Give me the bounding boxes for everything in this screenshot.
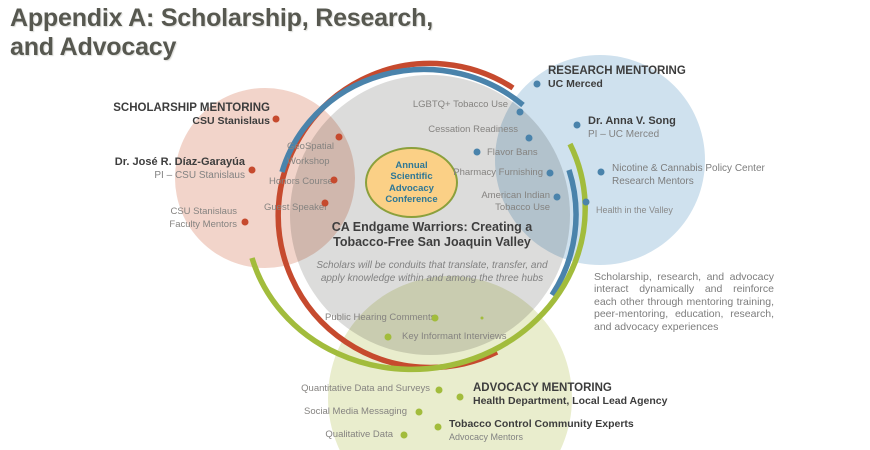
scholarship-mentors: CSU Stanislaus Faculty Mentors (169, 206, 237, 230)
scholarship-topic-geospatial: GeoSpatial Workshop (287, 141, 335, 167)
core-subtitle: Scholars will be conduits that translate… (302, 259, 562, 285)
scholarship-arrows-arc (275, 60, 515, 371)
advocacy-topic-public-hearing: Public Hearing Comments (325, 312, 436, 323)
research-pi: Dr. Anna V. Song PI – UC Merced (588, 115, 676, 141)
advocacy-experts-title: Tobacco Control Community Experts (449, 418, 634, 430)
american-indian-dot (553, 193, 561, 201)
research-topic-lgbtq: LGBTQ+ Tobacco Use (412, 99, 508, 110)
pharmacy-dot (546, 169, 554, 177)
scholarship-heading: SCHOLARSHIP MENTORING CSU Stanislaus (113, 101, 270, 128)
guest-dot (321, 199, 329, 207)
advocacy-heading-org: Health Department, Local Lead Agency (473, 395, 668, 407)
research-heading: RESEARCH MENTORING UC Merced (548, 64, 686, 91)
scholarship-pi-name: Dr. José R. Díaz-Garayúa (114, 156, 245, 168)
conference-ellipse: Annual Scientific Advocacy Conference (365, 147, 458, 218)
advocacy-heading-title: ADVOCACY MENTORING (473, 382, 612, 394)
scholarship-heading-org: CSU Stanislaus (192, 115, 270, 127)
advocacy-topic-qualitative: Qualitative Data (325, 429, 393, 440)
lgbtq-dot (516, 108, 524, 116)
scholarship-pi: Dr. José R. Díaz-Garayúa PI – CSU Stanis… (115, 156, 245, 182)
scholarship-heading-dot (272, 115, 280, 123)
core-subtitle-line2: apply knowledge within and among the thr… (320, 273, 544, 284)
core-title: CA Endgame Warriors: Creating a Tobacco-… (312, 220, 552, 250)
page-title-line2: and Advocacy (10, 33, 177, 61)
advocacy-heading: ADVOCACY MENTORING Health Department, Lo… (473, 381, 668, 408)
research-topic-cessation: Cessation Readiness (428, 124, 518, 135)
geospatial-dot (335, 133, 343, 141)
page-title: Appendix A: Scholarship, Research, and A… (10, 4, 433, 62)
advocacy-topic-key-informant: Key Informant Interviews (402, 331, 507, 342)
advocacy-topic-social-media: Social Media Messaging (304, 406, 407, 417)
key-informant-dot (384, 333, 392, 341)
core-title-line1: CA Endgame Warriors: Creating a (331, 220, 533, 234)
scholarship-topic-guest: Guest Speaker (264, 202, 328, 213)
social-media-dot (415, 408, 423, 416)
research-group-dot (597, 168, 605, 176)
research-topic-pharmacy: Pharmacy Furnishing (453, 167, 543, 178)
side-note: Scholarship, research, and advocacy inte… (594, 271, 774, 333)
quantitative-dot (435, 386, 443, 394)
advocacy-heading-dot (456, 393, 464, 401)
stray-dot (480, 316, 484, 320)
advocacy-arrows-arc (249, 142, 588, 373)
public-hearing-dot (431, 314, 439, 322)
scholarship-heading-title: SCHOLARSHIP MENTORING (113, 102, 270, 114)
scholarship-mentors-dot (241, 218, 249, 226)
scholarship-pi-dot (248, 166, 256, 174)
advocacy-experts-role: Advocacy Mentors (449, 432, 524, 442)
research-topic-flavor: Flavor Bans (487, 147, 538, 158)
research-group: Nicotine & Cannabis Policy Center Resear… (612, 163, 765, 187)
research-program: Health in the Valley (596, 205, 673, 215)
conference-label: Annual Scientific Advocacy Conference (385, 159, 438, 206)
advocacy-topic-quantitative: Quantitative Data and Surveys (301, 383, 430, 394)
research-topic-american-indian: American Indian Tobacco Use (481, 190, 550, 213)
research-heading-org: UC Merced (548, 78, 603, 90)
honors-dot (330, 176, 338, 184)
research-program-dot (582, 198, 590, 206)
research-pi-role: PI – UC Merced (588, 129, 660, 140)
research-heading-title: RESEARCH MENTORING (548, 65, 686, 77)
research-pi-name: Dr. Anna V. Song (588, 115, 676, 127)
core-title-line2: Tobacco-Free San Joaquin Valley (333, 235, 531, 249)
advocacy-experts-dot (434, 423, 442, 431)
research-to-advocacy-arrow (549, 169, 579, 297)
scholarship-topic-honors: Honors Course (269, 176, 333, 187)
qualitative-dot (400, 431, 408, 439)
cessation-dot (525, 134, 533, 142)
flavor-dot (473, 148, 481, 156)
page-title-line1: Appendix A: Scholarship, Research, (10, 4, 433, 32)
advocacy-experts: Tobacco Control Community Experts Advoca… (449, 418, 634, 443)
research-to-scholarship-arrow (279, 66, 525, 173)
research-pi-dot (573, 121, 581, 129)
core-subtitle-line1: Scholars will be conduits that translate… (316, 260, 548, 271)
scholarship-pi-role: PI – CSU Stanislaus (154, 170, 245, 181)
research-heading-dot (533, 80, 541, 88)
